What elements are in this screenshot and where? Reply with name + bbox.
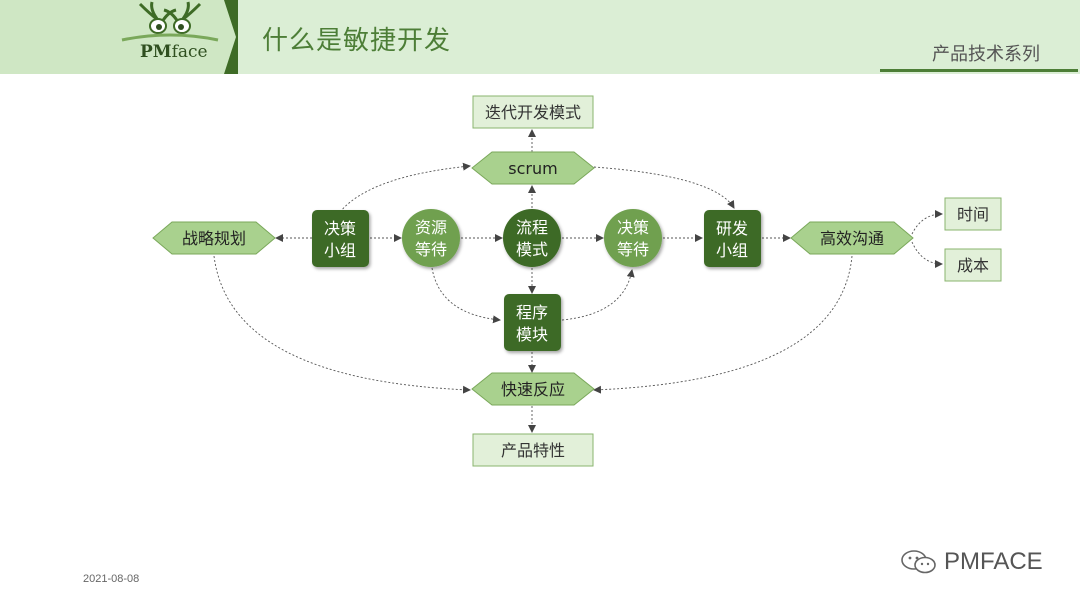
node-scrum-label: scrum bbox=[508, 159, 557, 178]
node-strategy: 战略规划 bbox=[152, 221, 276, 255]
node-rd-team-line1: 研发 bbox=[716, 219, 748, 238]
footer-brand-text: PMFACE bbox=[944, 548, 1043, 575]
edge-resource-program bbox=[431, 267, 501, 324]
node-program-module-line2: 模块 bbox=[516, 325, 548, 344]
page-title: 什么是敏捷开发 bbox=[262, 26, 452, 56]
logo-text: PMface bbox=[140, 42, 208, 62]
edge-comm-cost bbox=[911, 241, 943, 268]
node-product-feature: 产品特性 bbox=[472, 433, 594, 467]
footer-date: 2021-08-08 bbox=[83, 573, 140, 585]
connectors bbox=[213, 129, 943, 433]
series-underline bbox=[880, 69, 1078, 72]
edge-comm-quick bbox=[593, 255, 853, 394]
node-decision-wait-line1: 决策 bbox=[617, 218, 649, 237]
node-strategy-label: 战略规划 bbox=[182, 229, 246, 248]
node-rd-team: 研发 小组 bbox=[704, 210, 761, 267]
node-resource-wait: 资源 等待 bbox=[402, 209, 460, 267]
node-scrum: scrum bbox=[471, 151, 595, 185]
node-resource-wait-line2: 等待 bbox=[415, 240, 447, 259]
edge-strategy-quick bbox=[213, 255, 471, 394]
node-rd-team-line2: 小组 bbox=[716, 241, 748, 260]
edge-program-decisionwait bbox=[561, 269, 635, 321]
edge-decision-scrum bbox=[339, 162, 471, 213]
wechat-icon bbox=[901, 550, 936, 574]
logo-area: PMface bbox=[0, 0, 238, 74]
edge-scrum-rd bbox=[593, 166, 735, 209]
footer-brand: PMFACE bbox=[900, 548, 1043, 576]
node-quick-response-label: 快速反应 bbox=[501, 380, 565, 399]
node-decision-team-line2: 小组 bbox=[324, 241, 356, 260]
series-label: 产品技术系列 bbox=[932, 44, 1040, 65]
logo-text-pm: PM bbox=[140, 42, 172, 62]
node-iterative: 迭代开发模式 bbox=[472, 95, 594, 129]
node-cost: 成本 bbox=[944, 248, 1002, 282]
node-decision-wait-line2: 等待 bbox=[617, 240, 649, 259]
node-iterative-label: 迭代开发模式 bbox=[485, 103, 581, 122]
node-resource-wait-line1: 资源 bbox=[415, 218, 447, 237]
node-product-feature-label: 产品特性 bbox=[501, 441, 565, 460]
header-bar: PMface 什么是敏捷开发 产品技术系列 bbox=[0, 0, 1080, 74]
node-process-mode: 流程 模式 bbox=[503, 209, 561, 267]
node-cost-label: 成本 bbox=[957, 256, 989, 275]
edge-comm-time bbox=[911, 210, 943, 235]
node-process-mode-line2: 模式 bbox=[516, 240, 548, 259]
node-time: 时间 bbox=[944, 197, 1002, 231]
node-program-module-line1: 程序 bbox=[516, 303, 548, 322]
node-time-label: 时间 bbox=[957, 205, 989, 224]
node-decision-team-line1: 决策 bbox=[324, 219, 356, 238]
node-program-module: 程序 模块 bbox=[504, 294, 561, 351]
node-quick-response: 快速反应 bbox=[471, 372, 595, 406]
node-communication-label: 高效沟通 bbox=[820, 229, 884, 248]
logo-text-face: face bbox=[171, 42, 208, 62]
node-process-mode-line1: 流程 bbox=[516, 218, 548, 237]
node-decision-team: 决策 小组 bbox=[312, 210, 369, 267]
node-communication: 高效沟通 bbox=[790, 221, 914, 255]
node-decision-wait: 决策 等待 bbox=[604, 209, 662, 267]
logo-graphic bbox=[121, 0, 238, 74]
